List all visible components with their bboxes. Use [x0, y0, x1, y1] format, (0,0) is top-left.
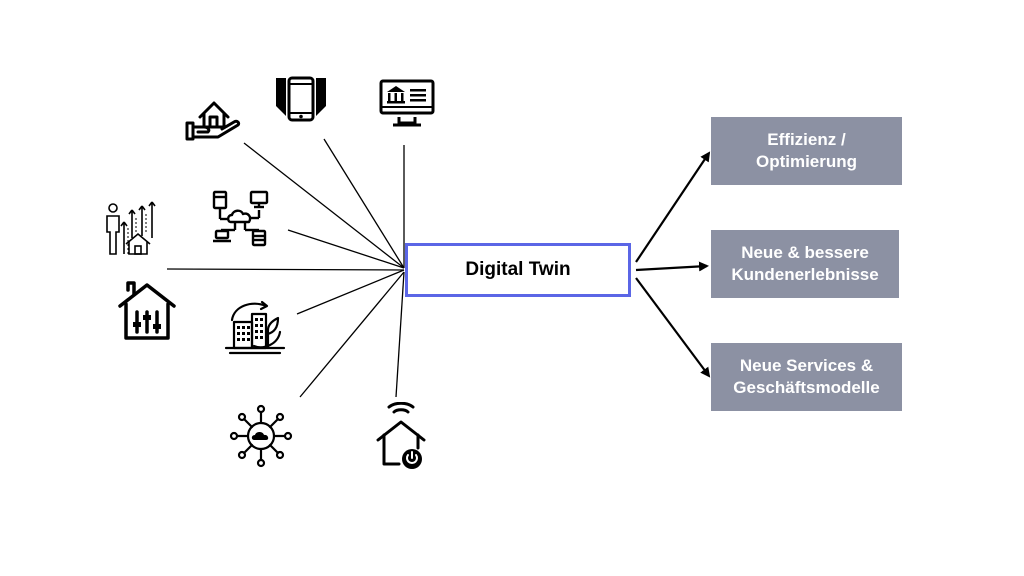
outcome-customer-experience: Neue & bessere Kundenerlebnisse	[711, 230, 899, 298]
input-line	[299, 271, 405, 398]
input-line	[296, 269, 405, 315]
devices-cloud-network-icon	[212, 190, 269, 247]
input-line	[395, 271, 405, 398]
digital-twin-label: Digital Twin	[465, 259, 571, 280]
house-in-hand-icon	[185, 101, 241, 141]
outcome-label-line2: Geschäftsmodelle	[733, 378, 880, 397]
output-arrow	[635, 151, 711, 263]
sustainable-city-icon	[224, 300, 286, 355]
output-arrow	[635, 261, 709, 272]
outcome-efficiency: Effizienz / Optimierung	[711, 117, 902, 185]
input-line	[243, 142, 405, 269]
digital-twin-node: Digital Twin	[405, 243, 631, 297]
people-growth-house-icon	[106, 201, 156, 255]
input-line	[323, 138, 405, 269]
smart-home-power-icon	[376, 402, 426, 469]
input-line	[166, 268, 405, 271]
outcome-label-line2: Optimierung	[755, 152, 858, 171]
outcome-services-business-models: Neue Services & Geschäftsmodelle	[711, 343, 902, 411]
output-arrow	[635, 277, 711, 378]
outcome-label-line1: Neue Services &	[739, 356, 874, 375]
bank-monitor-icon	[379, 79, 435, 127]
outcome-label-line2: Kundenerlebnisse	[731, 265, 879, 284]
smart-home-controls-icon	[118, 281, 176, 340]
smartphone-icon	[276, 76, 326, 122]
outcome-label-line1: Effizienz /	[767, 130, 846, 149]
outcome-label-line1: Neue & bessere	[741, 243, 869, 262]
cloud-network-hub-icon	[229, 404, 293, 468]
input-line	[287, 229, 405, 269]
